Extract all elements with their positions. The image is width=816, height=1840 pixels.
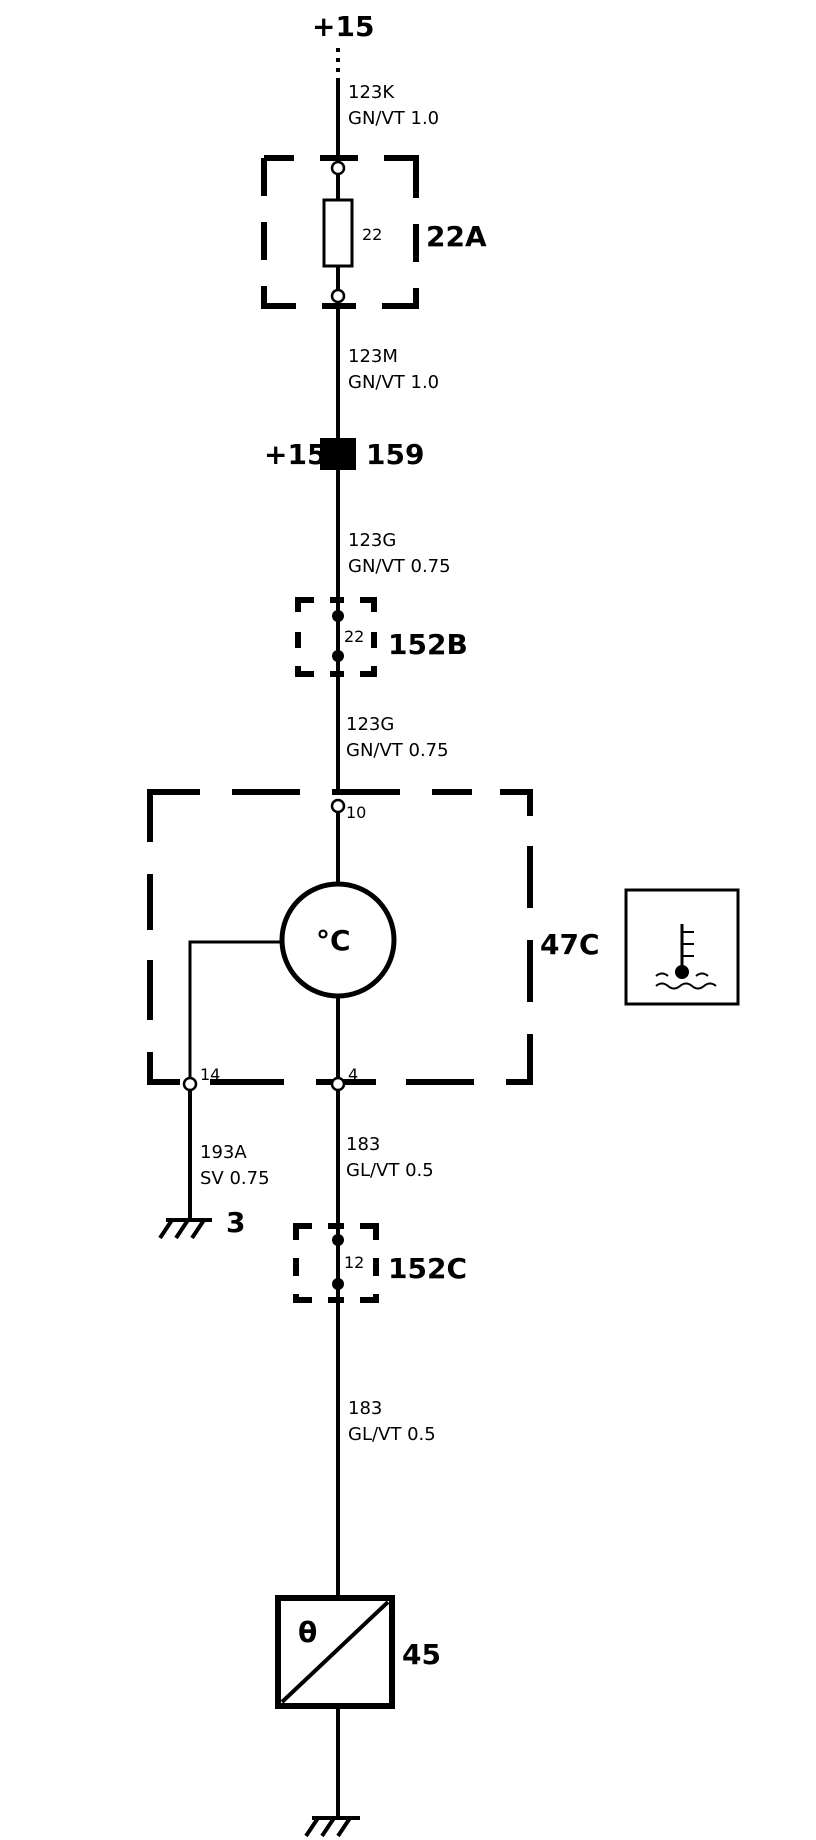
sensor-pin-right-label: 4 xyxy=(348,1065,358,1084)
junction-159-block xyxy=(320,438,356,470)
sensor-symbol: °C xyxy=(316,924,351,957)
wire-183-upper-id: 183 xyxy=(346,1134,380,1155)
wire-123g-upper-spec: GN/VT 0.75 xyxy=(348,556,451,577)
ground-symbol-bottom xyxy=(304,1816,360,1838)
sensor-pin-left-label: 14 xyxy=(200,1065,220,1084)
temperature-gauge-45 xyxy=(275,1595,395,1709)
wire-123k-spec: GN/VT 1.0 xyxy=(348,108,439,129)
fuse-element xyxy=(322,198,354,268)
wire-123g-lower-spec: GN/VT 0.75 xyxy=(346,740,449,761)
wire-123k-id: 123K xyxy=(348,82,395,103)
wire-123m-spec: GN/VT 1.0 xyxy=(348,372,439,393)
coolant-temperature-icon xyxy=(624,888,740,1006)
connector-152c-pin: 12 xyxy=(344,1253,364,1272)
wire-123m-id: 123M xyxy=(348,346,398,367)
sensor-pin-top xyxy=(330,798,346,814)
fuse-block-label: 22A xyxy=(426,220,487,253)
sensor-pin-left xyxy=(182,1076,198,1092)
wire-193a-spec: SV 0.75 xyxy=(200,1168,270,1189)
ground-symbol-3 xyxy=(158,1218,212,1240)
wire-193a-id: 193A xyxy=(200,1142,247,1163)
fuse-number: 22 xyxy=(362,225,382,244)
connector-152b-label: 152B xyxy=(388,628,468,661)
connector-152c-label: 152C xyxy=(388,1252,467,1285)
fuse-terminal-bottom xyxy=(330,288,346,304)
sensor-47c-outline xyxy=(147,789,533,1085)
sensor-name-label: 47C xyxy=(540,928,600,961)
junction-left-label: +15 xyxy=(264,438,326,471)
wire-183-lower-id: 183 xyxy=(348,1398,382,1419)
sensor-pin-right xyxy=(330,1076,346,1092)
supply-label: +15 xyxy=(312,10,374,43)
junction-right-label: 159 xyxy=(366,438,424,471)
ground-label: 3 xyxy=(226,1206,245,1239)
sensor-ground-lead xyxy=(188,940,282,1078)
wire-123g-lower-id: 123G xyxy=(346,714,394,735)
wire-123g-upper-id: 123G xyxy=(348,530,396,551)
gauge-name-label: 45 xyxy=(402,1638,441,1671)
gauge-symbol: θ xyxy=(298,1616,317,1649)
sensor-pin-top-label: 10 xyxy=(346,803,366,822)
wire-183-upper-spec: GL/VT 0.5 xyxy=(346,1160,434,1181)
wire-183-lower-spec: GL/VT 0.5 xyxy=(348,1424,436,1445)
fuse-terminal-top xyxy=(330,160,346,176)
connector-152b-pin: 22 xyxy=(344,627,364,646)
